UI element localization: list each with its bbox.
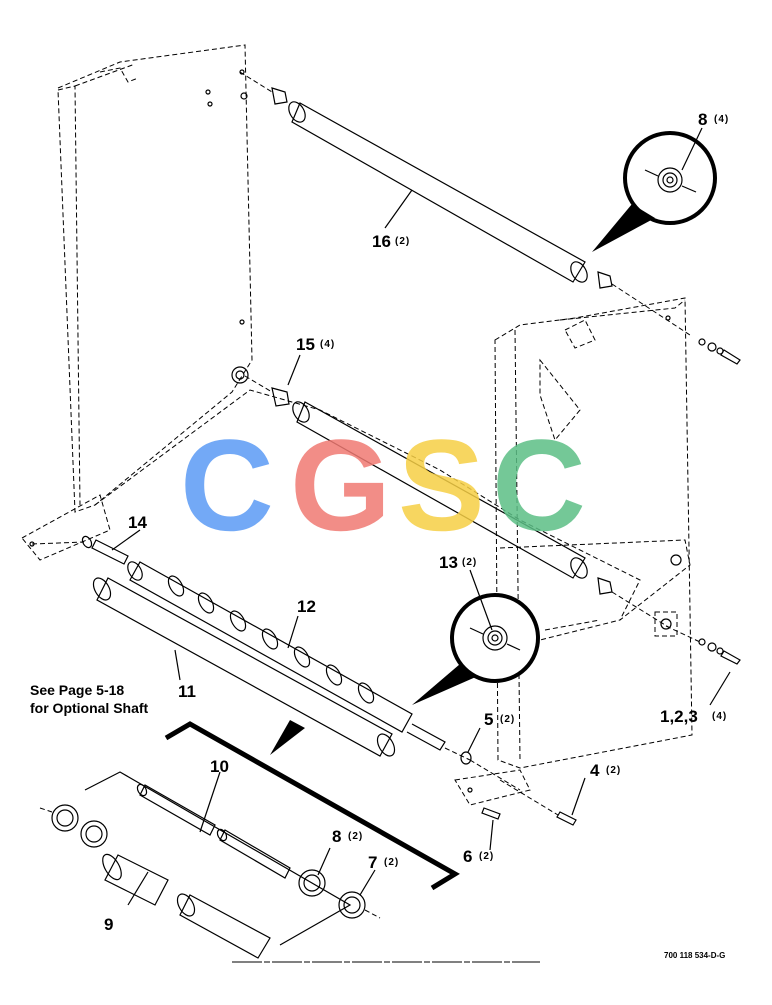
watermark-letter-c2: C [492,412,586,558]
bearing-callout-middle [412,593,540,705]
label-part-8-bottom: 8 [332,827,341,846]
qty-part-8-bottom: (2) [348,831,363,842]
label-part-16: 16 [372,232,391,251]
label-parts-1-2-3: 1,2,3 [660,707,698,726]
bushing-5 [460,751,521,791]
qty-part-5: (2) [500,714,515,725]
lower-roller [92,577,471,761]
label-part-14: 14 [128,513,147,532]
label-part-15: 15 [296,335,315,354]
left-side-panel [21,44,253,561]
label-part-8-top: 8 [698,110,707,129]
detail-bracket [164,720,460,891]
qty-part-4: (2) [606,765,621,776]
right-fasteners-bottom [665,625,741,665]
nut-6 [481,807,501,820]
qty-part-6: (2) [479,851,494,862]
watermark-letter-g: G [290,412,391,558]
watermark-letter-c1: C [180,412,274,558]
qty-part-16: (2) [395,236,410,247]
label-part-7: 7 [368,853,377,872]
label-part-9: 9 [104,915,113,934]
qty-part-8-top: (4) [714,114,729,125]
exploded-components [39,771,381,959]
leader-lines [111,127,731,906]
watermark: C G S C [180,412,586,558]
label-part-5: 5 [484,710,493,729]
upper-roller [239,71,691,336]
right-side-panel [454,297,693,806]
watermark-letter-s: S [398,412,485,558]
label-part-13: 13 [439,553,458,572]
label-part-12: 12 [297,597,316,616]
label-part-4: 4 [590,761,600,780]
qty-part-13: (2) [462,557,477,568]
document-number: 700 118 534-D-G [664,951,725,960]
bolt-4 [499,779,577,826]
label-part-10: 10 [210,757,229,776]
auger-shaft [31,535,446,751]
qty-part-15: (4) [320,339,335,350]
right-fasteners-top [698,338,741,365]
note-line-1: See Page 5-18 [30,682,124,698]
qty-part-7: (2) [384,857,399,868]
note-line-2: for Optional Shaft [30,700,149,716]
label-part-6: 6 [463,847,472,866]
middle-roller [244,375,671,629]
label-part-11: 11 [178,682,196,701]
qty-parts-1-2-3: (4) [712,711,727,722]
bearing-callout-top [592,131,717,252]
